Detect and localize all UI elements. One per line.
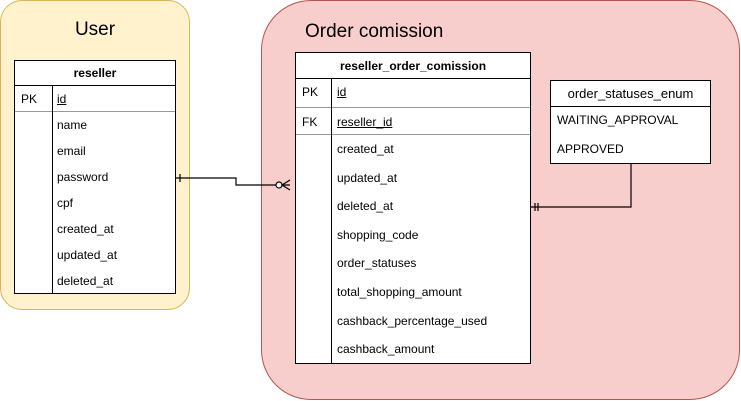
commission-field-row: created_at xyxy=(296,135,530,164)
reseller-field-name: created_at xyxy=(57,222,114,236)
reseller-field-row: created_at xyxy=(15,216,175,242)
enum-value-approved: APPROVED xyxy=(557,142,624,156)
commission-field-row: cashback_amount xyxy=(296,335,530,364)
commission-field-row: shopping_code xyxy=(296,221,530,250)
commission-field-row: order_statuses xyxy=(296,249,530,278)
enum-value-waiting-approval: WAITING_APPROVAL xyxy=(557,113,679,127)
fk-label: FK xyxy=(302,115,318,129)
pk-label: PK xyxy=(21,92,38,106)
reseller-field-row: cpf xyxy=(15,190,175,216)
reseller-field-row: deleted_at xyxy=(15,268,175,294)
commission-table[interactable]: reseller_order_comission PK id FK resell… xyxy=(295,52,531,364)
reseller-table[interactable]: reseller PK id name email password cpf creat… xyxy=(14,60,176,294)
order-group-title: Order comission xyxy=(305,21,444,42)
reseller-field-row: updated_at xyxy=(15,242,175,268)
crow-foot-lower xyxy=(281,184,291,191)
reseller-field-name: cpf xyxy=(57,196,74,210)
commission-field-name: deleted_at xyxy=(337,199,394,214)
enum-table[interactable]: order_statuses_enum WAITING_APPROVAL APP… xyxy=(550,80,711,164)
reseller-table-header: reseller xyxy=(15,61,175,86)
reseller-field-name: updated_at xyxy=(57,248,118,262)
commission-field-name: cashback_percentage_used xyxy=(337,313,488,328)
reseller-field-name: deleted_at xyxy=(57,274,114,288)
commission-id-field: id xyxy=(337,85,347,99)
commission-field-name: cashback_amount xyxy=(337,342,435,357)
commission-key-divider xyxy=(331,78,332,363)
commission-field-name: created_at xyxy=(337,142,394,156)
commission-field-row: deleted_at xyxy=(296,192,530,221)
commission-field-row: updated_at xyxy=(296,164,530,193)
reseller-id-field: id xyxy=(57,92,67,106)
reseller-pk-row: PK id xyxy=(15,86,175,112)
commission-fields: created_at updated_at deleted_at shopping_c… xyxy=(296,135,530,364)
pk-label: PK xyxy=(302,85,319,99)
crow-foot-upper xyxy=(281,179,291,186)
commission-field-name: order_statuses xyxy=(337,256,417,271)
commission-field-name: updated_at xyxy=(337,170,398,185)
commission-reseller-id-field: reseller_id xyxy=(337,115,393,129)
zero-marker xyxy=(275,181,283,189)
enum-table-header: order_statuses_enum xyxy=(551,81,710,107)
user-group-title: User xyxy=(74,19,116,40)
commission-table-header: reseller_order_comission xyxy=(296,53,530,79)
reseller-key-divider xyxy=(52,86,53,293)
commission-pk-row: PK id xyxy=(296,79,530,107)
reseller-field-name: password xyxy=(57,170,109,184)
commission-fk-row: FK reseller_id xyxy=(296,107,530,135)
enum-to-commission-edge[interactable] xyxy=(531,164,632,211)
commission-field-row: cashback_percentage_used xyxy=(296,307,530,336)
reseller-field-name: email xyxy=(57,144,86,158)
commission-field-row: total_shopping_amount xyxy=(296,278,530,307)
commission-field-name: total_shopping_amount xyxy=(337,284,462,299)
reseller-field-row: name xyxy=(15,112,175,138)
commission-field-name: shopping_code xyxy=(337,227,419,242)
reseller-to-commission-edge[interactable] xyxy=(176,174,291,191)
reseller-field-row: password xyxy=(15,164,175,190)
reseller-field-name: name xyxy=(57,118,88,132)
reseller-fields: name email password cpf created_at updated_at… xyxy=(15,112,175,294)
reseller-field-row: email xyxy=(15,138,175,164)
